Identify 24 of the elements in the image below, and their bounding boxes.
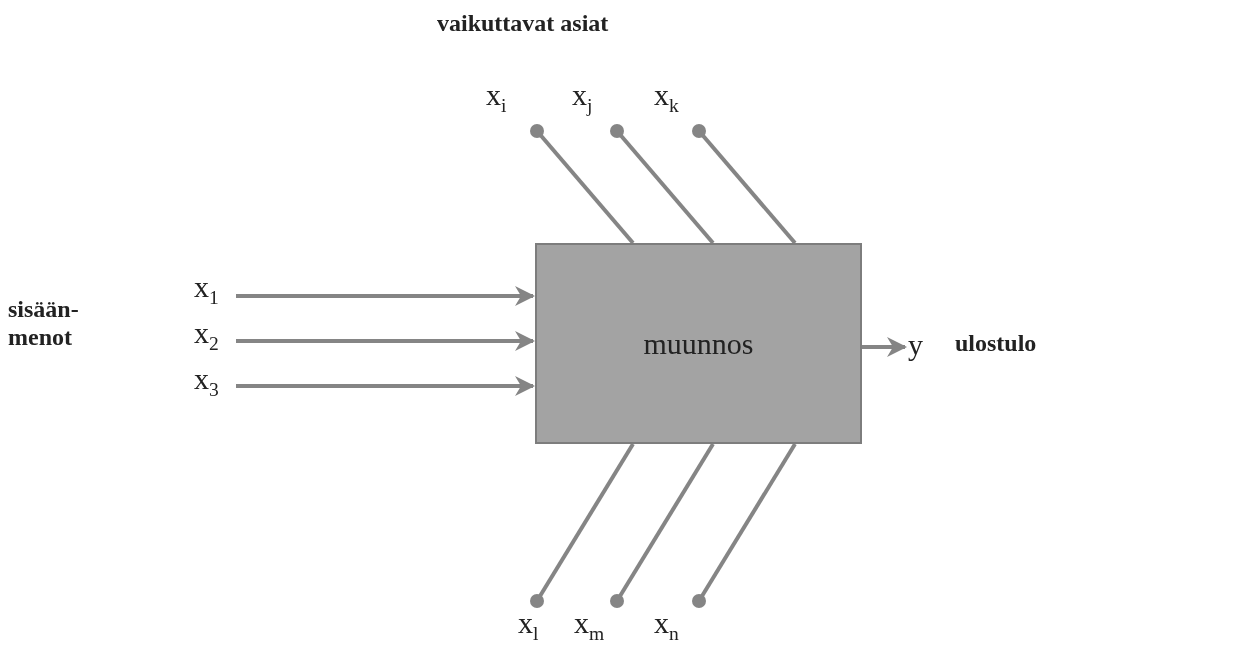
- arrow: [862, 337, 907, 357]
- pin-line: [610, 124, 715, 245]
- variable-label: x$_{i}$: [486, 80, 507, 116]
- variable-label: x$_{n}$: [654, 608, 679, 644]
- pin-line: [530, 442, 635, 608]
- variable-label: x$_{1}$: [194, 272, 219, 308]
- pin-line: [692, 442, 797, 608]
- heading-label: sisään-menot: [8, 296, 80, 352]
- variable-label: x$_{3}$: [194, 364, 219, 400]
- process-box: muunnos: [535, 243, 862, 444]
- pin-line: [610, 442, 715, 608]
- arrow: [236, 376, 535, 396]
- variable-label: x$_{m}$: [574, 608, 605, 644]
- variable-label: x$_{k}$: [654, 80, 679, 116]
- variable-label: x$_{j}$: [572, 80, 593, 116]
- arrow: [236, 286, 535, 306]
- heading-label: vaikuttavat asiat: [437, 10, 609, 38]
- variable-label: x$_{l}$: [518, 608, 539, 644]
- variable-label: y: [908, 330, 923, 360]
- heading-label: ulostulo: [955, 330, 1037, 358]
- pin-line: [530, 124, 635, 245]
- pin-line: [692, 124, 797, 245]
- arrow: [236, 331, 535, 351]
- variable-label: x$_{2}$: [194, 318, 219, 354]
